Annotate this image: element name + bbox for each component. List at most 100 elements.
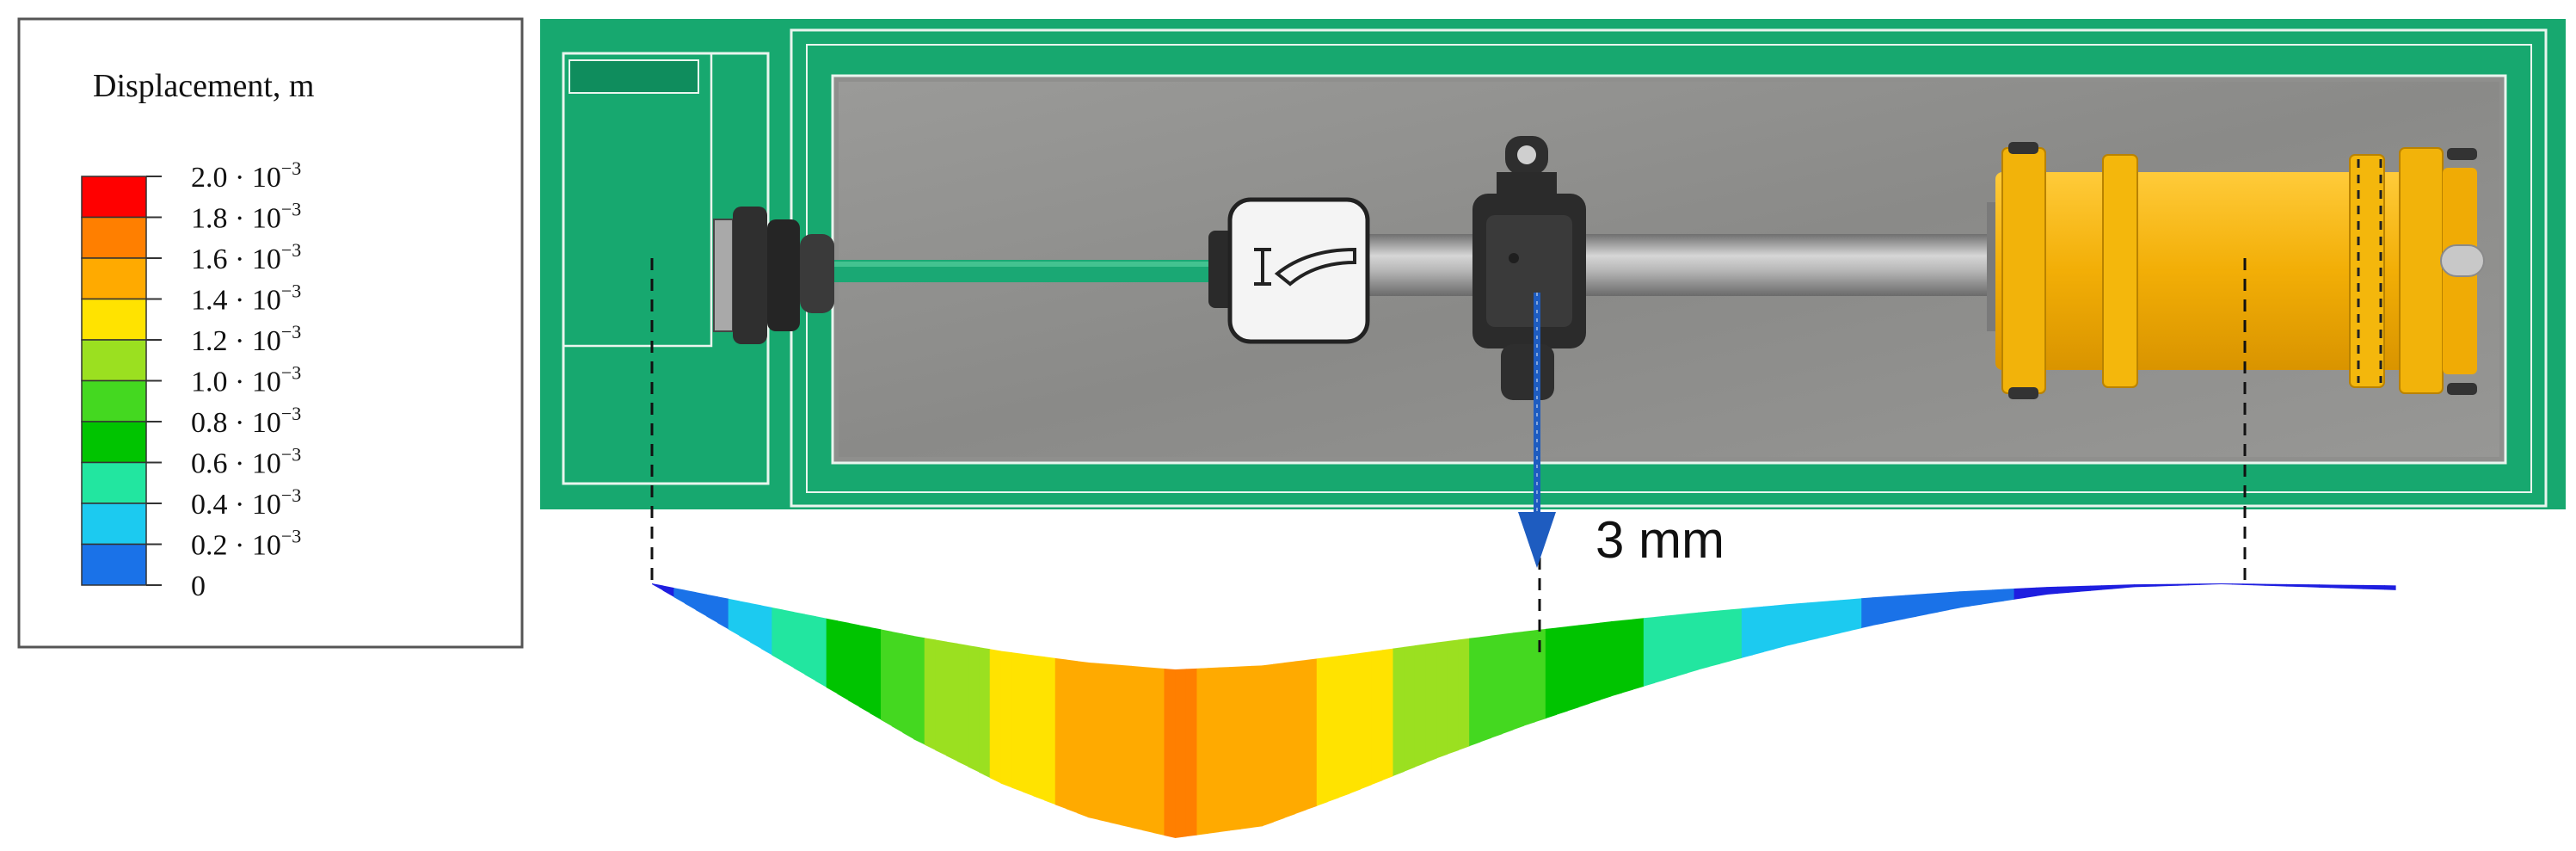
deflection-segment: [706, 594, 718, 624]
deflection-segment: [1632, 618, 1645, 690]
deflection-segment: [1752, 606, 1764, 656]
legend-tick-label: 0.8 · 10−3: [191, 403, 301, 439]
deflection-profile: [652, 583, 2396, 838]
deflection-segment: [760, 605, 772, 656]
housing-lug-hole: [1517, 145, 1536, 164]
deflection-segment: [2112, 584, 2124, 589]
deflection-segment: [2231, 583, 2244, 585]
deflection-segment: [750, 602, 762, 650]
legend-tick-label: 0: [191, 570, 206, 602]
deflection-segment: [989, 649, 1001, 784]
deflection-segment: [2046, 586, 2058, 595]
deflection-segment: [728, 598, 740, 637]
legend-tick-label: 1.4 · 10−3: [191, 281, 301, 317]
deflection-segment: [848, 622, 860, 707]
deflection-segment: [2210, 583, 2222, 585]
deflection-segment: [804, 614, 816, 681]
deflection-segment: [2188, 583, 2200, 586]
deflection-segment: [1077, 661, 1089, 817]
deflection-segment: [956, 643, 968, 768]
deflection-segment: [1829, 600, 1841, 637]
deflection-segment: [1098, 663, 1110, 823]
deflection-segment: [1806, 601, 1819, 642]
deflection-segment: [2329, 584, 2342, 589]
deflection-segment: [652, 583, 664, 591]
deflection-segment: [1621, 619, 1633, 694]
deflection-segment: [2035, 587, 2048, 596]
deflection-segment: [2166, 583, 2179, 587]
deflection-segment: [2013, 588, 2026, 600]
deflection-segment: [924, 638, 936, 750]
legend-tick-label: 1.6 · 10−3: [191, 239, 301, 275]
test-bench: [540, 19, 2566, 509]
deflection-segment: [1600, 621, 1612, 700]
deflection-segment: [1567, 625, 1579, 712]
deflection-segment: [2373, 585, 2385, 590]
deflection-segment: [2221, 583, 2233, 585]
legend-swatch: [81, 379, 147, 422]
deflection-segment: [1131, 665, 1143, 830]
legend-tick-label: 0.4 · 10−3: [191, 484, 301, 521]
deflection-segment: [1349, 652, 1362, 794]
motor-key-slot: [2440, 244, 2485, 277]
deflection-segment: [1218, 667, 1231, 833]
deflection-segment: [1981, 589, 1993, 605]
deflection-segment: [1491, 634, 1503, 738]
deflection-segment: [1381, 648, 1394, 781]
deflection-segment: [1294, 659, 1306, 815]
deflection-segment: [2155, 583, 2167, 587]
deflection-segment: [1992, 589, 2004, 603]
deflection-segment: [1414, 644, 1427, 768]
deflection-segment: [1665, 614, 1677, 681]
motor-foot-tr: [2447, 148, 2477, 160]
deflection-segment: [1817, 601, 1829, 639]
deflection-segment: [1872, 596, 1884, 626]
deflection-segment: [1577, 624, 1590, 708]
deflection-segment: [1850, 598, 1862, 632]
deflection-segment: [2123, 584, 2135, 589]
legend-tick-label: 2.0 · 10−3: [191, 157, 301, 194]
deflection-segment: [1393, 646, 1405, 776]
legend-title: Displacement, m: [93, 68, 314, 104]
deflection-segment: [858, 625, 870, 714]
motor-mount-frame: [562, 52, 713, 348]
deflection-segment: [2177, 583, 2189, 586]
deflection-segment: [1512, 631, 1525, 731]
legend-swatch: [81, 216, 147, 259]
deflection-segment: [1556, 626, 1568, 715]
deflection-segment: [1251, 665, 1263, 828]
deflection-segment: [1447, 639, 1460, 755]
deflection-segment: [1404, 645, 1416, 772]
legend-tick-label: 1.2 · 10−3: [191, 321, 301, 357]
deflection-segment: [1469, 637, 1481, 747]
deflection-segment: [2352, 584, 2364, 589]
deflection-segment: [1796, 602, 1808, 644]
deflection-segment: [2100, 584, 2113, 590]
deflection-segment: [1894, 595, 1906, 621]
deflection-segment: [1785, 603, 1797, 647]
deflection-segment: [1175, 669, 1187, 838]
deflection-segment: [1502, 632, 1514, 735]
deflection-segment: [2253, 583, 2266, 586]
deflection-segment: [881, 629, 893, 727]
deflection-segment: [685, 589, 697, 611]
deflection-segment: [1283, 661, 1296, 818]
deflection-segment: [1610, 620, 1623, 697]
deflection-segment: [2286, 583, 2298, 588]
deflection-segment: [1229, 666, 1241, 831]
deflection-segment: [935, 639, 947, 756]
deflection-segment: [1731, 608, 1743, 662]
deflection-segment: [1883, 595, 1895, 624]
legend-tick-label: 1.0 · 10−3: [191, 362, 301, 398]
deflection-segment: [2144, 583, 2156, 588]
deflection-segment: [717, 596, 729, 630]
deflection-segment: [2198, 583, 2211, 585]
deflection-segment: [1708, 610, 1721, 668]
legend-swatch: [81, 176, 147, 219]
deflection-segment: [1000, 651, 1012, 788]
deflection-segment: [1066, 659, 1078, 814]
deflection-segment: [1044, 657, 1056, 805]
deflection-segment: [1306, 658, 1318, 811]
deflection-segment: [1458, 638, 1470, 750]
